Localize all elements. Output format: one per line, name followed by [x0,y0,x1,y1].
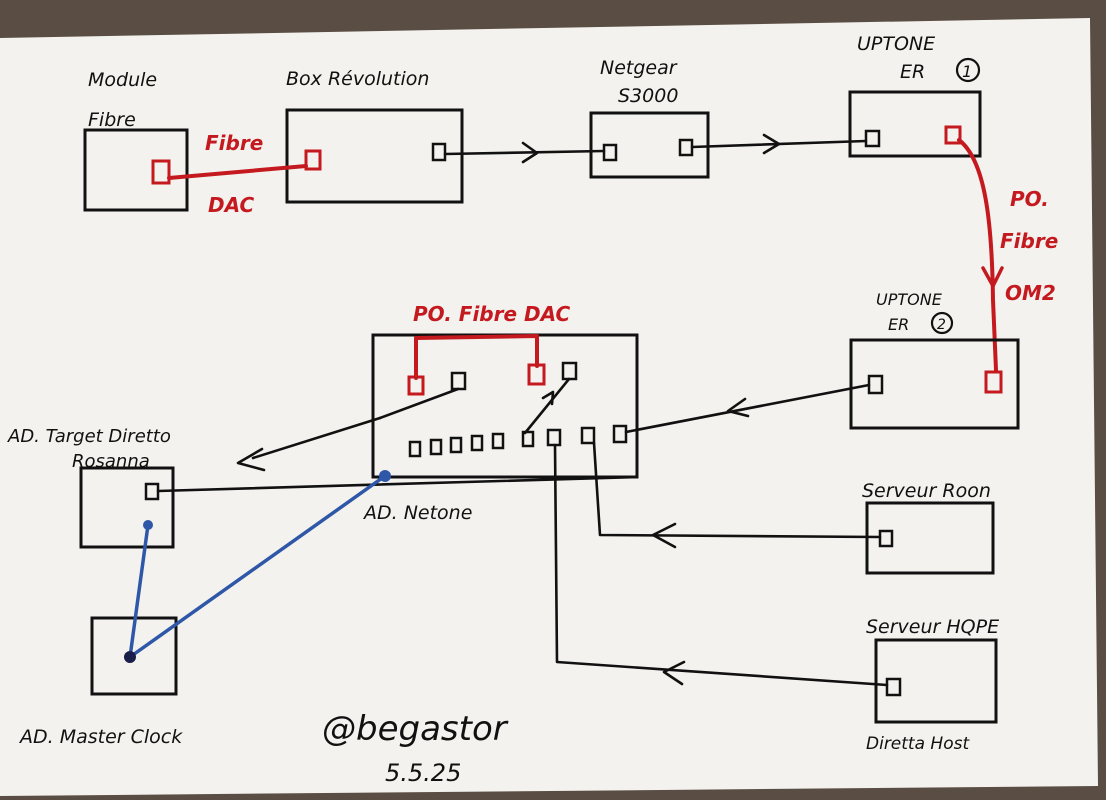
server-roon-label: Serveur Roon [862,480,991,502]
arrow-netone-target [236,447,266,472]
arrow-roon-netone [651,522,677,549]
netone-internal-link-1 [378,387,460,420]
arrow-netgear-uptone1 [762,133,781,155]
uptone-2-number: 2 [937,317,946,333]
target-diretto-label: AD. Target Diretto Rosanna [7,426,177,472]
uptone-2-label: UPTONE ER [876,290,947,334]
fibre-dac-link [167,164,308,180]
device-module-fibre: Module Fibre [83,69,189,212]
device-uptone-2: UPTONE ER 2 [849,290,1020,430]
clock-dot-netone [379,470,391,482]
device-box-revolution: Box Révolution [285,68,464,204]
module-fibre-label: Module Fibre [88,69,163,131]
device-uptone-1: UPTONE ER 1 [848,33,982,158]
link-roon-netone [592,441,882,539]
arrow-uptone1-uptone2 [981,266,1004,288]
signature-handle: @begastor [322,709,509,749]
paper-sheet [0,18,1098,796]
po-fibre-label: PO. Fibre [1000,187,1058,253]
clock-dot-target [143,520,153,530]
box-revolution-label: Box Révolution [286,68,429,90]
link-hqpe-netone [553,443,889,687]
arrow-box-netgear [521,141,539,164]
device-server-hqpe: Serveur HQPE Diretta Host [866,616,999,754]
link-box-netgear [443,149,606,156]
netone-internal-link-2 [523,377,571,435]
netone-label: AD. Netone [362,502,472,524]
arrow-netone-internal [541,390,555,406]
dac-label: DAC [208,193,254,217]
arrow-uptone2-netone [726,397,750,418]
link-netone-target [251,416,382,460]
master-clock-label: AD. Master Clock [18,726,183,748]
uptone-1-label: UPTONE ER [857,33,941,83]
netgear-label: Netgear S3000 [600,57,683,107]
device-netgear: Netgear S3000 [589,57,710,179]
signature-date: 5.5.25 [385,759,461,787]
link-netone-target-lower [156,475,639,493]
clock-dot-master [124,651,136,663]
server-hqpe-label: Serveur HQPE [866,616,999,638]
po-fibre-dac-link [414,334,539,380]
arrow-hqpe-netone [662,660,686,686]
link-uptone2-netone [624,383,871,434]
uptone-1-number: 1 [962,62,972,81]
po-fibre-dac-label: PO. Fibre DAC [413,302,570,326]
fibre-label: Fibre [205,131,263,155]
om2-label: OM2 [1005,281,1056,305]
device-target-diretto: AD. Target Diretto Rosanna [7,426,177,549]
clock-link-netone [128,474,387,659]
diretta-host-label: Diretta Host [866,734,970,754]
clock-link-target [128,523,150,659]
